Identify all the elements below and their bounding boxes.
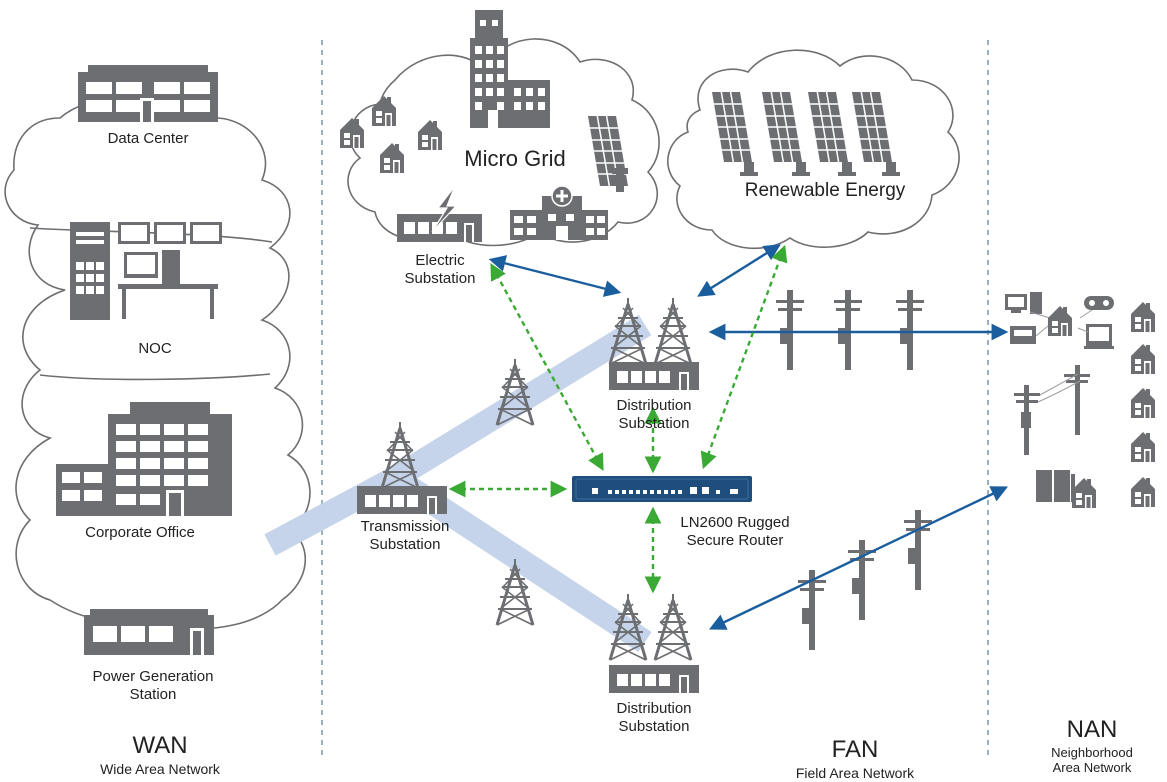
link-electric-to-router	[490, 263, 604, 471]
nan-cluster	[1005, 292, 1155, 508]
electric-substation-icon	[397, 185, 482, 242]
link-distribution-to-renewable	[697, 244, 781, 297]
ln2600-router-icon[interactable]	[572, 476, 752, 502]
green-links	[448, 244, 788, 594]
nan-subtitle-line2: Area Network	[1052, 760, 1132, 776]
utility-pole-icon	[1014, 385, 1040, 455]
power-generation-station-icon	[84, 609, 214, 655]
transmission-substation-label-line1: Transmission	[360, 518, 450, 535]
transmission-substation-label-line2: Substation	[369, 536, 441, 553]
utility-pole-icon	[896, 290, 924, 370]
fan-subtitle: Field Area Network	[795, 764, 915, 781]
lightning-bolt-icon	[431, 185, 458, 233]
renewable-energy-label: Renewable Energy	[744, 180, 906, 201]
utility-pole-icon	[776, 290, 804, 370]
utility-pole-icon	[1064, 365, 1090, 435]
electric-substation-label: Electric Substation	[380, 252, 500, 288]
house-icon	[1048, 306, 1072, 336]
electric-substation-label-line2: Substation	[404, 270, 476, 287]
distribution-substation-bottom-label: Distribution Substation	[594, 700, 714, 736]
electric-substation-label-line1: Electric	[415, 252, 465, 269]
renewable-energy-cloud	[667, 49, 960, 250]
distribution-substation-top-label-line2: Substation	[618, 415, 690, 432]
house-icon	[1072, 478, 1096, 508]
transmission-tower-icon	[653, 592, 693, 662]
router-label-line2: Secure Router	[686, 532, 784, 549]
router-label: LN2600 Rugged Secure Router	[665, 514, 805, 550]
link-distribution-to-nan-bottom	[708, 486, 1009, 630]
utility-pole-icon	[904, 510, 932, 590]
power-generation-label-line1: Power Generation	[92, 668, 214, 685]
power-generation-label-line2: Station	[129, 686, 177, 703]
micro-grid-label: Micro Grid	[464, 146, 566, 171]
wan-title: WAN	[132, 732, 188, 759]
distribution-substation-bottom-label-line2: Substation	[618, 718, 690, 735]
wan-zone-label: WAN Wide Area Network	[60, 732, 260, 778]
power-generation-label: Power Generation Station	[58, 668, 248, 704]
distribution-substation-top-label: Distribution Substation	[594, 397, 714, 433]
distribution-substation-top-label-line1: Distribution	[616, 397, 692, 414]
corporate-office-label: Corporate Office	[85, 524, 195, 541]
house-icon	[1131, 302, 1155, 332]
distribution-substation-bottom-label-line1: Distribution	[616, 700, 692, 717]
smart-meter-house-icon	[1036, 470, 1075, 502]
house-icon	[1131, 388, 1155, 418]
data-center-icon	[78, 65, 218, 122]
transmission-substation-icon	[357, 486, 447, 514]
link-renewable-to-router	[700, 244, 788, 470]
house-icon	[1131, 477, 1155, 507]
noc-icon	[70, 222, 222, 320]
solar-array-icon	[711, 91, 900, 176]
distribution-substation-top-icon	[609, 362, 699, 390]
data-center-label: Data Center	[107, 130, 189, 147]
transmission-substation-label: Transmission Substation	[340, 518, 470, 554]
noc-label: NOC	[138, 340, 172, 357]
wan-cloud	[4, 93, 311, 630]
wan-subtitle: Wide Area Network	[100, 760, 220, 777]
micro-grid-tower-building-icon	[470, 10, 550, 128]
utility-pole-icon	[798, 570, 826, 650]
nan-subtitle-line1: Neighborhood	[1051, 744, 1133, 760]
fan-zone-label: FAN Field Area Network	[755, 736, 955, 782]
micro-grid-cloud	[340, 10, 660, 247]
transmission-tower-icon	[653, 296, 693, 366]
fan-title: FAN	[831, 736, 879, 763]
router-label-line1: LN2600 Rugged	[680, 514, 790, 531]
utility-pole-icon	[834, 290, 862, 370]
nan-zone-label: NAN Neighborhood Area Network	[1022, 716, 1162, 776]
corporate-office-icon	[56, 402, 232, 516]
solar-panel-icon	[612, 168, 628, 192]
house-icon	[1131, 432, 1155, 462]
hospital-icon	[510, 185, 608, 240]
blue-links	[488, 244, 1009, 630]
house-icon	[1131, 344, 1155, 374]
nan-title: NAN	[1066, 716, 1118, 743]
link-electric-to-distribution	[488, 255, 622, 297]
home-devices-icon	[1005, 292, 1114, 349]
distribution-substation-bottom-icon	[609, 665, 699, 693]
